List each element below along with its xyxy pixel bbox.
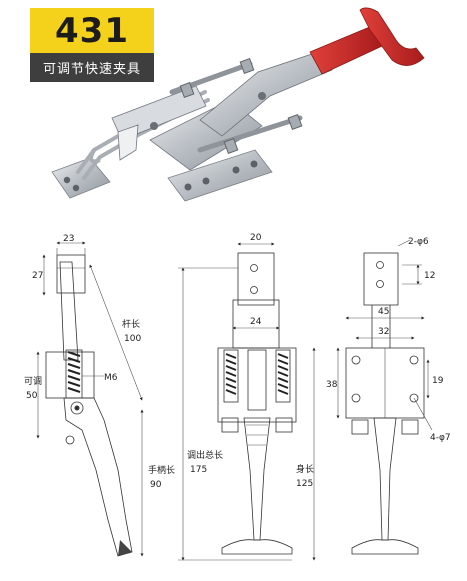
end-top-plate [363, 252, 399, 306]
model-badge: 431 可调节快速夹具 [30, 8, 154, 82]
front-left-spring [223, 349, 239, 403]
arm-length-value: 100 [124, 334, 141, 344]
adjust-label: 可调 [24, 376, 42, 387]
end-handle-tee [351, 539, 419, 555]
nut [223, 138, 239, 154]
base-inner-label: 32 [378, 327, 389, 337]
body-length-label: 身长 [296, 463, 314, 475]
base-holes-label: 4-φ7 [430, 433, 451, 443]
side-pivot [70, 401, 84, 415]
adjust-value: 50 [26, 391, 38, 401]
nut [179, 82, 195, 98]
side-spring [67, 351, 81, 393]
front-view: 20 24 调出总长 175 身长 125 [178, 233, 316, 561]
top-holes-label: 2-φ6 [408, 237, 429, 247]
model-caption: 可调节快速夹具 [30, 53, 154, 82]
hook-plate-hole [63, 176, 71, 184]
clamp-photo [51, 7, 425, 202]
front-nut-right [275, 417, 293, 433]
hook-plate [51, 157, 111, 199]
end-nut-right [401, 419, 419, 435]
end-handle-stem [373, 417, 397, 541]
threaded-rod [197, 115, 303, 153]
nut [287, 114, 303, 130]
front-center-link [247, 349, 267, 411]
side-height-label: 27 [32, 271, 43, 281]
handle-length-value: 90 [150, 480, 162, 490]
base-hole-spacing-label: 19 [432, 376, 444, 386]
arm-length-label: 杆长 [122, 318, 140, 330]
front-handle-tee [221, 539, 293, 555]
base-outer-label: 45 [378, 307, 389, 317]
front-top-plate [237, 252, 275, 306]
hook-frame-slot [117, 124, 139, 161]
lever-arm [199, 51, 333, 137]
total-length-label: 调出总长 [187, 449, 223, 461]
base-height-label: 38 [326, 380, 338, 390]
side-width-label: 23 [63, 234, 74, 244]
thread-label: M6 [104, 373, 118, 383]
model-number: 431 [30, 8, 154, 53]
lever-pivot [258, 92, 266, 100]
body-length-value: 125 [296, 479, 313, 489]
front-right-spring [275, 349, 291, 403]
base-plate-hole [184, 183, 192, 191]
side-arm [59, 261, 79, 361]
base-plate-hole [202, 177, 210, 185]
base-plate [167, 149, 273, 202]
hole-spacing-label: 12 [424, 271, 435, 281]
side-top-block [56, 254, 86, 294]
nut [239, 58, 255, 74]
end-nut-left [351, 419, 369, 435]
hook-plate-hole [72, 184, 80, 192]
red-grip-tee [359, 7, 425, 66]
front-body [217, 347, 297, 423]
side-view: 23 27 杆长 100 可调 50 M6 手柄长 90 [24, 234, 175, 557]
front-top-width: 20 [250, 233, 262, 243]
base-plate-hole [232, 166, 240, 174]
u-hook-bend [89, 149, 101, 164]
base-plate-hole [250, 160, 258, 168]
front-mid-width: 24 [250, 317, 262, 327]
red-grip [309, 25, 383, 75]
front-handle-stem [243, 417, 271, 541]
front-nut-left [221, 417, 239, 433]
total-length-value: 175 [190, 465, 207, 475]
handle-length-label: 手柄长 [148, 464, 175, 476]
end-view: 2-φ6 12 45 32 38 19 4-φ7 [326, 237, 451, 555]
pivot-hole [150, 122, 158, 130]
side-handle [63, 397, 133, 557]
